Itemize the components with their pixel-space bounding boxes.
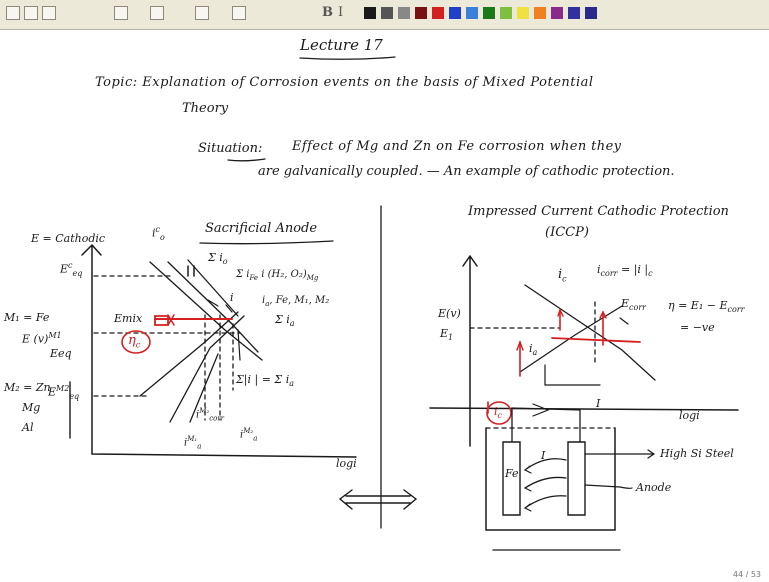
emix-label: Emix: [114, 313, 142, 324]
eeq-m2-label: EM2eq: [48, 385, 79, 401]
sum-ic-eq-label: Σ|i | = Σ ia: [236, 374, 294, 388]
ic-h2o2-label: Σ iFe i (H₂, O₂)Mg: [236, 270, 318, 282]
current-i-label-2: I: [541, 450, 545, 461]
eeq-c-label: Eceq: [60, 262, 82, 278]
toolbar: B I: [0, 0, 769, 30]
left-e-v-label: E (v)M1: [22, 332, 62, 345]
pen-icon[interactable]: [114, 6, 128, 20]
color-swatch[interactable]: [551, 7, 563, 19]
color-swatch[interactable]: [568, 7, 580, 19]
color-swatch[interactable]: [398, 7, 410, 19]
fe-electrode-label: Fe: [505, 468, 519, 479]
topic-line-2: Theory: [182, 102, 228, 115]
ic-circle-label: ic: [494, 406, 502, 420]
icorr-m2-label: iM₂corr: [196, 408, 224, 422]
ecorr-label: Ecorr: [621, 298, 646, 312]
eeq-m1-label: Eeq: [50, 348, 72, 359]
color-swatch[interactable]: [517, 7, 529, 19]
high-si-steel-label: High Si Steel: [660, 448, 734, 459]
icorr-label: icorr = |i |c: [597, 264, 653, 278]
color-swatch[interactable]: [585, 7, 597, 19]
eta-c-label: ηc: [128, 334, 140, 350]
save-icon[interactable]: [24, 6, 38, 20]
situation-underline: [228, 159, 265, 161]
eta-negative: = −ve: [680, 322, 715, 333]
eta-equation: η = E₁ − Ecorr: [668, 300, 744, 314]
topic-line-1: Topic: Explanation of Corrosion events o…: [95, 76, 594, 89]
color-swatch[interactable]: [483, 7, 495, 19]
right-e1-label: E1: [440, 328, 453, 342]
bold-icon[interactable]: B: [322, 5, 333, 20]
ia-m2-label: iM₂a: [240, 428, 257, 442]
right-x-axis-label: logi: [679, 410, 700, 421]
ic0-label: ico: [152, 226, 165, 242]
mg-label: Mg: [22, 402, 40, 413]
color-swatch[interactable]: [432, 7, 444, 19]
m1-fe-label: M₁ = Fe: [4, 312, 49, 323]
sum-io-label: Σ io: [208, 252, 228, 266]
color-swatch[interactable]: [364, 7, 376, 19]
right-axes-y: [463, 256, 477, 446]
anode-electrode: [568, 442, 585, 515]
eraser-icon[interactable]: [195, 6, 209, 20]
sum-ia-label: Σ ia: [275, 314, 295, 328]
color-swatch[interactable]: [534, 7, 546, 19]
title-underline: [300, 57, 395, 59]
external-circuit: [512, 408, 580, 442]
open-icon[interactable]: [6, 6, 20, 20]
highlighter-icon[interactable]: [150, 6, 164, 20]
right-ia-label: ia: [529, 343, 537, 357]
left-x-axis-label: logi: [336, 458, 357, 469]
anode-label: Anode: [636, 482, 671, 493]
page-number: 44 / 53: [733, 570, 761, 579]
color-swatch[interactable]: [381, 7, 393, 19]
sacrificial-underline: [200, 241, 333, 244]
italic-icon[interactable]: I: [338, 5, 343, 20]
emix-marker: [155, 316, 168, 325]
ia-m1-label: iM₁a: [184, 436, 201, 450]
color-swatch[interactable]: [466, 7, 478, 19]
color-swatch[interactable]: [415, 7, 427, 19]
situation-label: Situation:: [198, 142, 262, 155]
current-i-label: I: [596, 398, 600, 409]
right-ic-label: ic: [558, 268, 567, 284]
left-y-axis-label: E = Cathodic: [31, 233, 105, 244]
lasso-icon[interactable]: [232, 6, 246, 20]
al-label: Al: [22, 422, 33, 433]
lecture-title: Lecture 17: [300, 38, 383, 53]
m2-zn-label: M₂ = Zn: [4, 382, 51, 393]
sacrificial-anode-heading: Sacrificial Anode: [205, 222, 317, 235]
notes-page: Lecture 17 Topic: Explanation of Corrosi…: [0, 30, 769, 582]
ia-metals-label: ia, Fe, M₁, M₂: [262, 296, 329, 308]
double-arrow: [340, 490, 416, 509]
situation-line-1: Effect of Mg and Zn on Fe corrosion when…: [292, 140, 621, 153]
drawing-layer: [0, 30, 769, 582]
iccp-heading: Impressed Current Cathodic Protection: [468, 205, 729, 218]
situation-line-2: are galvanically coupled. — An example o…: [258, 165, 675, 178]
print-icon[interactable]: [42, 6, 56, 20]
ic-label: i: [230, 292, 234, 303]
color-swatch[interactable]: [449, 7, 461, 19]
color-swatch[interactable]: [500, 7, 512, 19]
right-e-v-label: E(v): [438, 308, 461, 319]
iccp-abbrev: (ICCP): [545, 226, 589, 239]
